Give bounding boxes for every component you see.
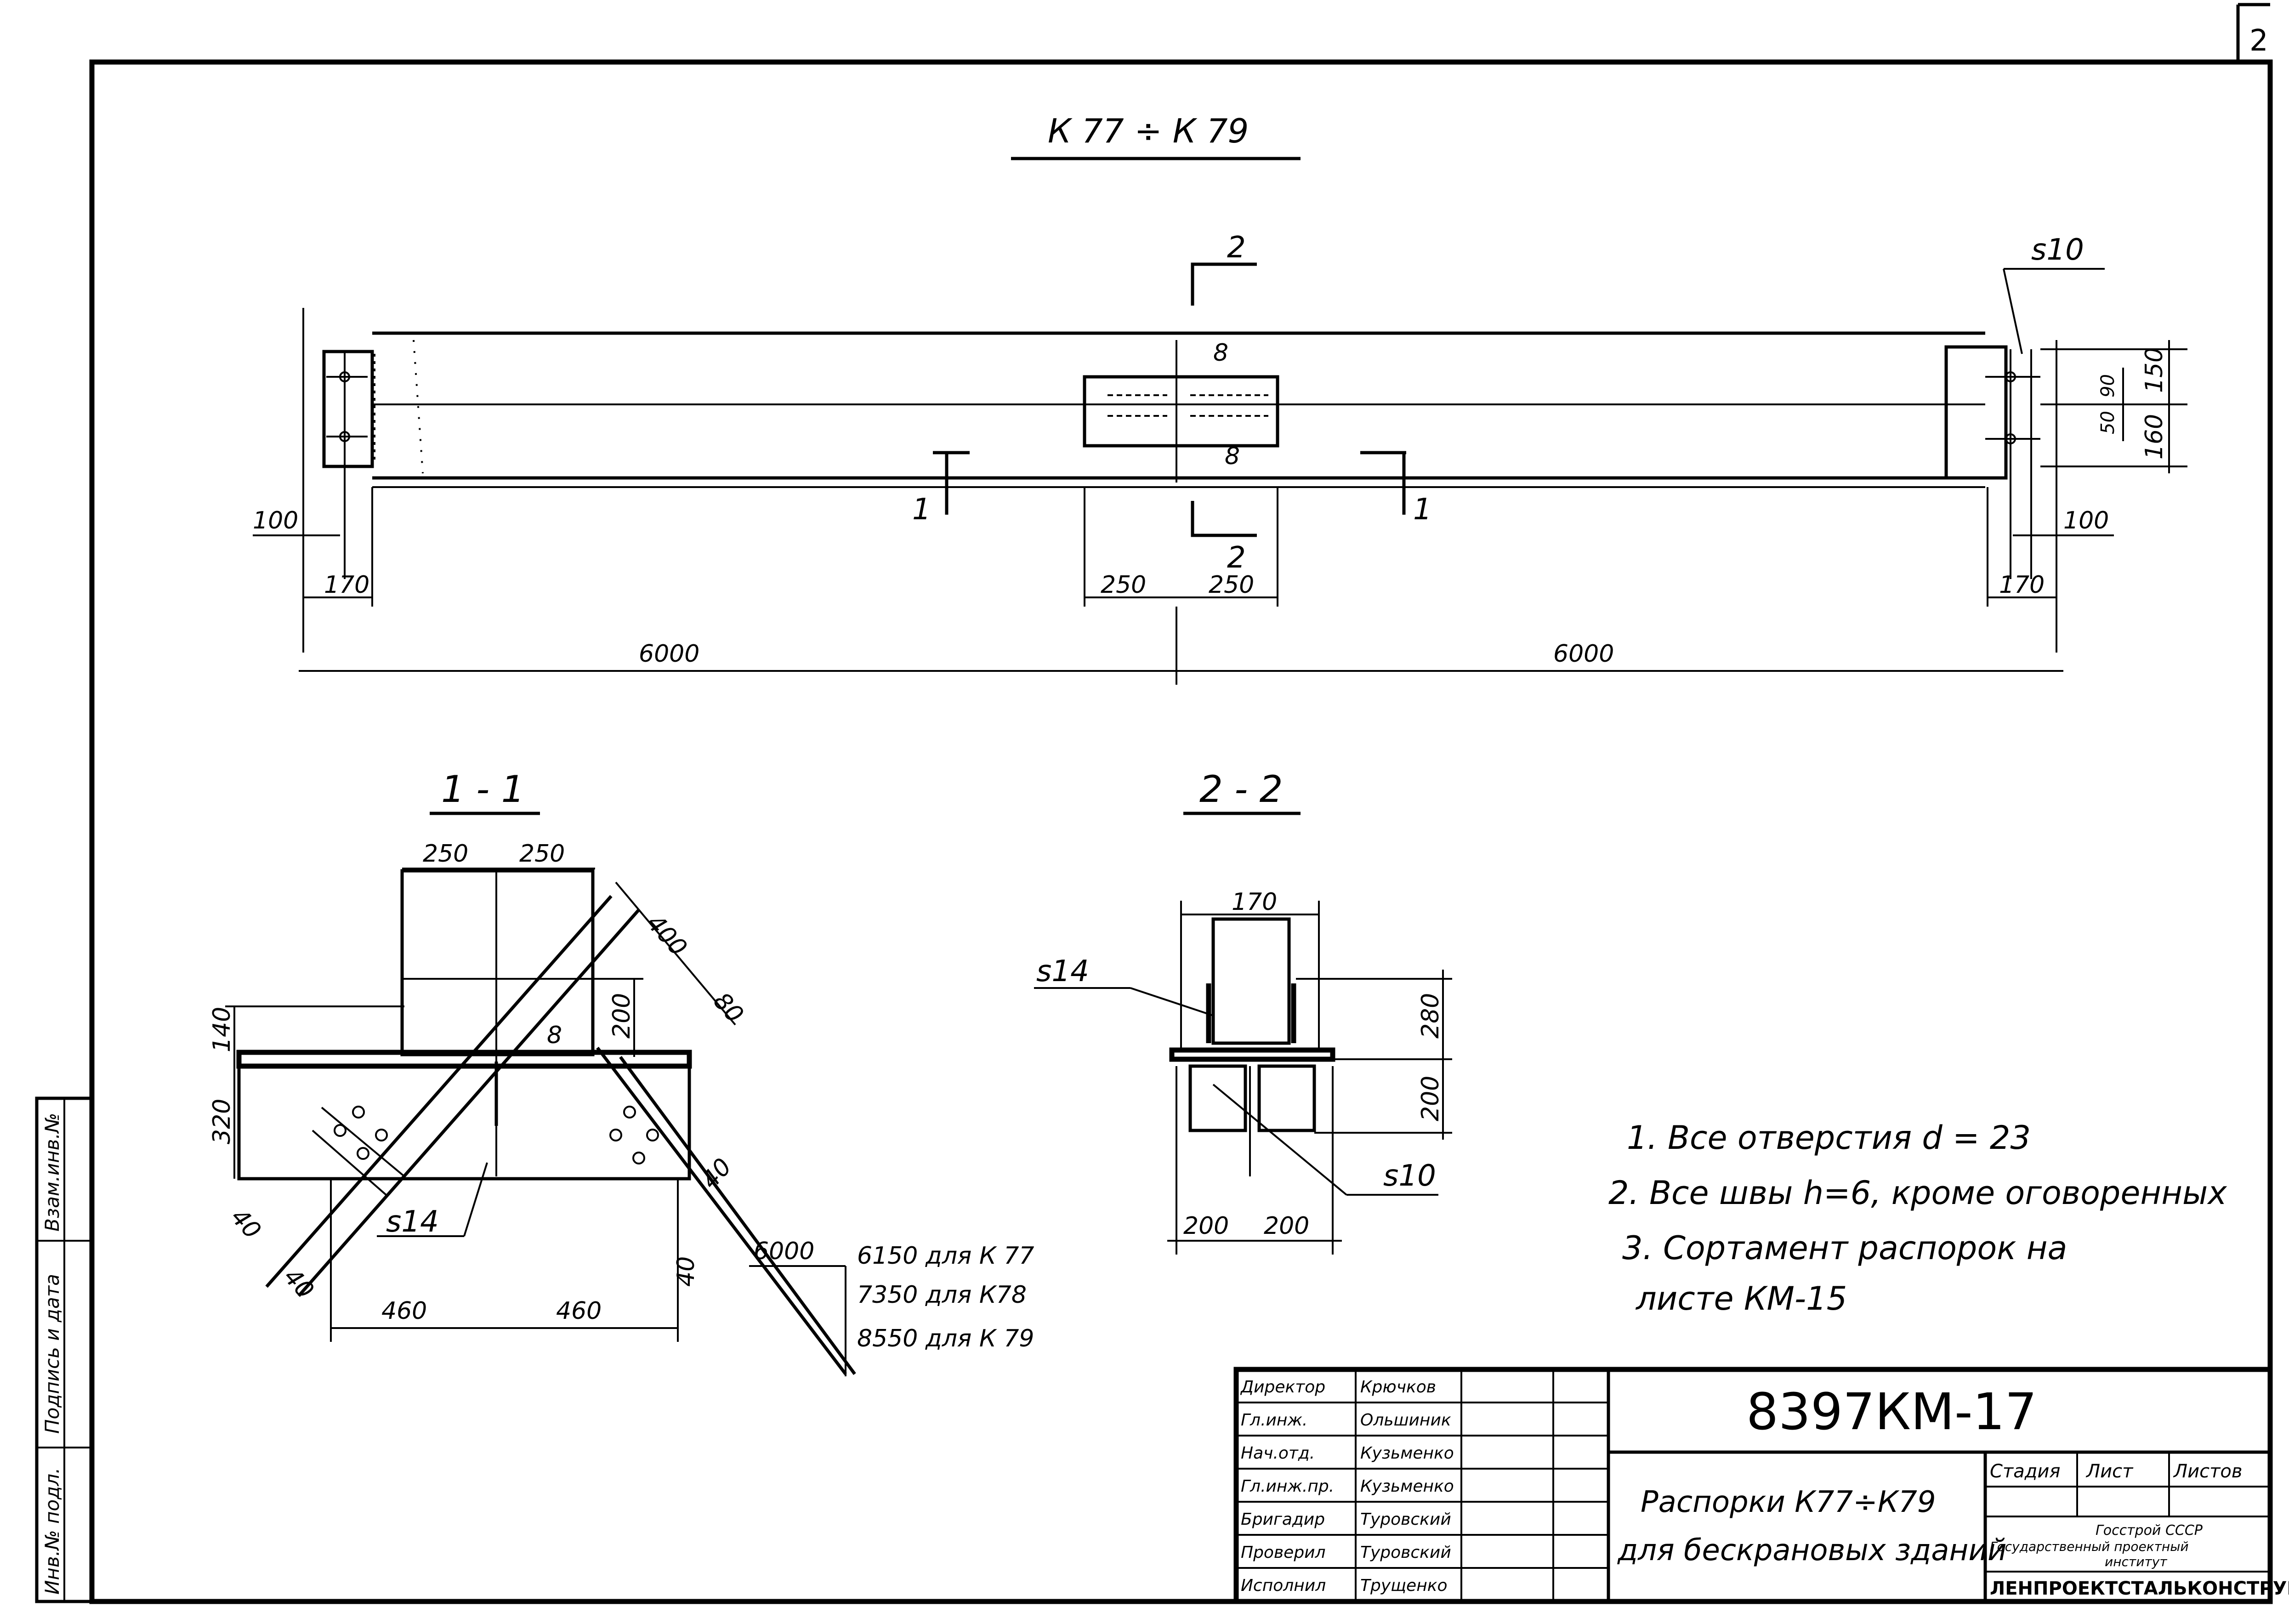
side-stamp-col1: Инв.№ подл. (41, 1468, 63, 1595)
sheet-frame (89, 59, 2273, 1604)
s22-dim-200a: 200 (1183, 1212, 1229, 1240)
tb-header-sheet: Лист (2085, 1461, 2134, 1482)
section-2-mark-top: 2 (1227, 231, 1246, 265)
tb-org-line3: институт (2105, 1554, 2167, 1569)
s11-length-base: 6000 (754, 1238, 814, 1265)
s11-dim-460a: 460 (381, 1297, 427, 1325)
s11-dim-80: 80 (708, 988, 749, 1028)
tb-role-3: Гл.инж.пр. (1241, 1477, 1334, 1496)
tb-role-6: Исполнил (1241, 1576, 1326, 1595)
tb-name-0: Крючков (1360, 1378, 1436, 1397)
side-stamp-col3: Взам.инв.№ (41, 1113, 63, 1232)
s11-dim-140: 140 (208, 1007, 236, 1052)
s11-dim-250b: 250 (519, 840, 565, 868)
note-3: 3. Сортамент распорок на (1622, 1229, 2067, 1267)
s11-dim-40d: 40 (672, 1256, 700, 1287)
s11-dim-400: 400 (641, 909, 692, 962)
sheet-number-box: 2 (2236, 3, 2270, 62)
tb-name-line2: для бескрановых зданий (1617, 1533, 2007, 1567)
s11-dim-200: 200 (608, 993, 636, 1039)
tb-role-4: Бригадир (1241, 1510, 1325, 1529)
tb-name-6: Трущенко (1360, 1576, 1448, 1595)
section-2-2-title: 2 - 2 (1199, 768, 1283, 811)
dim-center-250-left: 250 (1101, 571, 1146, 599)
dim-right-170: 170 (1999, 571, 2045, 599)
note-4: листе КМ-15 (1635, 1280, 1847, 1317)
s22-dim-280: 280 (1417, 993, 1444, 1039)
bolt-group-left (312, 1106, 405, 1196)
sheet-number: 2 (2249, 24, 2268, 58)
elevation-view: 8 8 2 2 1 1 s10 100 170 250 250 (253, 231, 2187, 685)
side-stamp: Взам.инв.№ Подпись и дата Инв.№ подл. (35, 1096, 94, 1603)
s22-plate-s10: s10 (1383, 1159, 1436, 1193)
s11-length-k79: 8550 для К 79 (857, 1325, 1034, 1352)
s22-dim-200b: 200 (1264, 1212, 1309, 1240)
center-splice-plate (1083, 375, 1279, 448)
tb-role-2: Нач.отд. (1241, 1444, 1315, 1463)
tb-header-stage: Стадия (1990, 1461, 2060, 1482)
s11-plate-label: s14 (386, 1205, 439, 1239)
section-2-mark-bottom: 2 (1227, 541, 1246, 575)
notes: 1. Все отверстия d = 23 2. Все швы h=6, … (1608, 1119, 2227, 1317)
s22-dim-170: 170 (1232, 888, 1277, 916)
section-1-mark-left: 1 (912, 493, 931, 527)
tb-org-line2: Государственный проектный (1990, 1539, 2189, 1554)
dim-center-250-right: 250 (1209, 571, 1254, 599)
s11-dim-250a: 250 (423, 840, 468, 868)
tb-role-0: Директор (1240, 1378, 1325, 1397)
dim-right-90: 90 (2097, 374, 2119, 397)
s11-length-k77: 6150 для К 77 (857, 1242, 1034, 1270)
right-end-plate (1944, 345, 2008, 480)
tb-org-name: ЛЕНПРОЕКТСТАЛЬКОНСТРУКЦИЯ (1990, 1578, 2289, 1599)
tb-name-line1: Распорки К77÷К79 (1641, 1485, 1936, 1519)
side-stamp-col2: Подпись и дата (41, 1274, 63, 1434)
section-1-1-weld: 8 (547, 1022, 562, 1049)
tb-header-sheets: Листов (2173, 1461, 2242, 1482)
s11-length-k78: 7350 для К78 (857, 1281, 1027, 1309)
weld-mark-bottom: 8 (1225, 443, 1240, 470)
dim-left-100: 100 (253, 507, 298, 534)
tb-org-line1: Госстрой СССР (2096, 1522, 2203, 1539)
tb-role-1: Гл.инж. (1241, 1411, 1307, 1430)
tb-name-3: Кузьменко (1360, 1477, 1454, 1496)
section-1-1: 1 - 1 8 (208, 768, 1034, 1376)
dim-right-50: 50 (2097, 411, 2119, 434)
elevation-plate-label: s10 (2031, 233, 2084, 267)
tb-name-1: Ольшиник (1360, 1411, 1451, 1430)
dim-span-right: 6000 (1553, 640, 1614, 668)
dim-right-150: 150 (2141, 347, 2168, 393)
dim-right-160: 160 (2141, 414, 2168, 460)
tb-name-5: Туровский (1360, 1543, 1451, 1562)
title-block: Директор Крючков Гл.инж. Ольшиник Нач.от… (1233, 1367, 2289, 1604)
bolt-group-right (609, 1106, 659, 1164)
s11-dim-320: 320 (208, 1099, 236, 1144)
left-end-plate (322, 350, 374, 468)
main-title: К 77 ÷ К 79 (1048, 112, 1249, 150)
section-1-1-title: 1 - 1 (441, 768, 525, 811)
weld-mark-top: 8 (1213, 339, 1228, 367)
section-2-2: 2 - 2 170 200 200 280 200 s14 s1 (1034, 768, 1452, 1255)
section-1-mark-right: 1 (1413, 493, 1432, 527)
dim-span-left: 6000 (639, 640, 699, 668)
tb-code: 8397КМ-17 (1746, 1382, 2037, 1441)
s11-dim-40a: 40 (225, 1204, 266, 1244)
dim-right-100: 100 (2063, 507, 2109, 534)
s22-dim-200: 200 (1417, 1076, 1444, 1121)
note-1: 1. Все отверстия d = 23 (1627, 1119, 2031, 1157)
note-2: 2. Все швы h=6, кроме оговоренных (1608, 1174, 2227, 1212)
dim-left-170: 170 (324, 571, 369, 599)
tb-role-5: Проверил (1241, 1543, 1326, 1562)
s11-dim-460b: 460 (556, 1297, 602, 1325)
s11-dim-40b: 40 (278, 1263, 319, 1304)
tb-name-4: Туровский (1360, 1510, 1451, 1529)
s22-plate-s14: s14 (1036, 954, 1089, 988)
tb-name-2: Кузьменко (1360, 1444, 1454, 1463)
